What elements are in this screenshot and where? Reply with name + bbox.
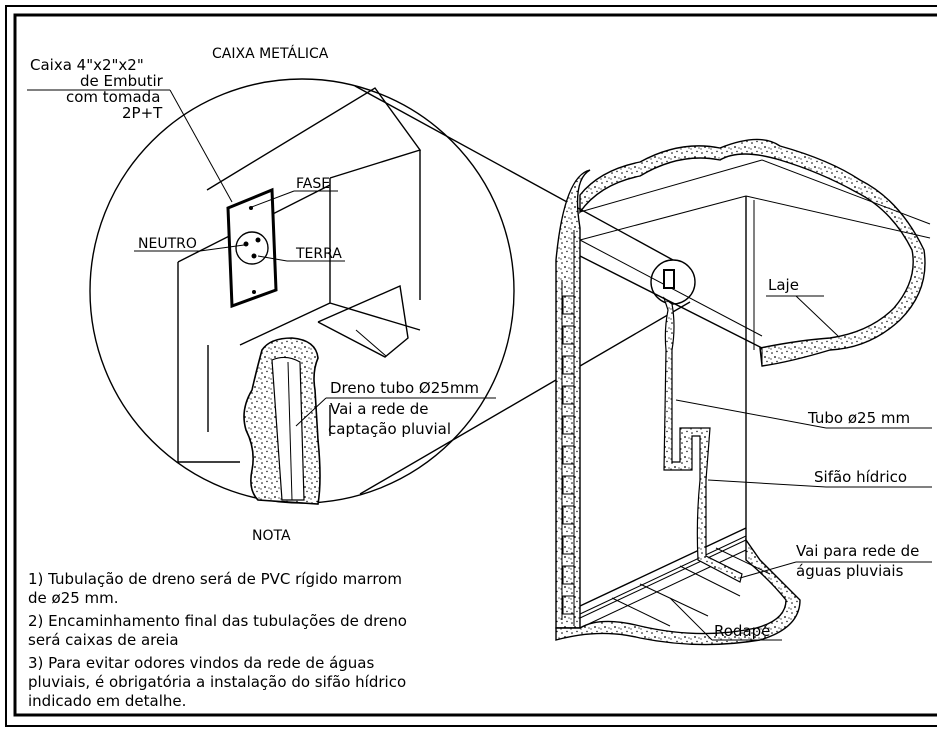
title-nota: NOTA xyxy=(252,528,291,544)
detail-leaders xyxy=(27,89,496,427)
label-fase: FASE xyxy=(296,176,330,192)
label-dreno-line2: Vai a rede de xyxy=(330,400,429,418)
outlet-location-circle xyxy=(650,259,696,305)
main-leaders xyxy=(669,295,932,641)
label-rodape: Rodapé xyxy=(714,622,770,640)
label-caixa-line4: 2P+T xyxy=(122,104,163,122)
wall-masonry xyxy=(562,295,575,615)
main-drain-pipe xyxy=(662,296,743,583)
label-caixa-line2: de Embutir xyxy=(80,72,164,90)
label-caixa-line3: com tomada xyxy=(66,88,160,106)
notes-list: 1) Tubulação de dreno será de PVC rígido… xyxy=(28,570,407,710)
label-vai-line2: águas pluviais xyxy=(796,562,904,580)
label-vai-line1: Vai para rede de xyxy=(796,542,919,560)
note-3-line2: pluviais, é obrigatória a instalação do … xyxy=(28,673,406,691)
floor xyxy=(555,527,801,646)
note-2-line1: 2) Encaminhamento final das tubulações d… xyxy=(28,612,407,630)
detail-drain-pipe xyxy=(243,337,321,505)
label-terra: TERRA xyxy=(295,246,342,262)
detail-callout-lines xyxy=(354,85,691,495)
note-3-line1: 3) Para evitar odores vindos da rede de … xyxy=(28,654,374,672)
detail-wall-faces xyxy=(177,87,422,463)
note-2-line2: será caixas de areia xyxy=(28,631,179,649)
label-tubo: Tubo ø25 mm xyxy=(807,409,910,427)
note-3-line3: indicado em detalhe. xyxy=(28,692,186,710)
label-dreno-line3: captação pluvial xyxy=(328,420,451,438)
note-1-line1: 1) Tubulação de dreno será de PVC rígido… xyxy=(28,570,402,588)
label-sifao: Sifão hídrico xyxy=(814,468,907,486)
title-caixa-metalica: CAIXA METÁLICA xyxy=(212,45,329,62)
label-laje: Laje xyxy=(768,276,799,294)
room-corner xyxy=(745,196,755,540)
note-1-line2: de ø25 mm. xyxy=(28,589,119,607)
label-neutro: NEUTRO xyxy=(138,236,197,252)
drawing-frame xyxy=(5,5,937,727)
slab xyxy=(579,138,931,367)
label-caixa-line1: Caixa 4"x2"x2" xyxy=(30,56,144,74)
outlet-box xyxy=(226,187,278,309)
label-dreno-line1: Dreno tubo Ø25mm xyxy=(330,379,479,397)
